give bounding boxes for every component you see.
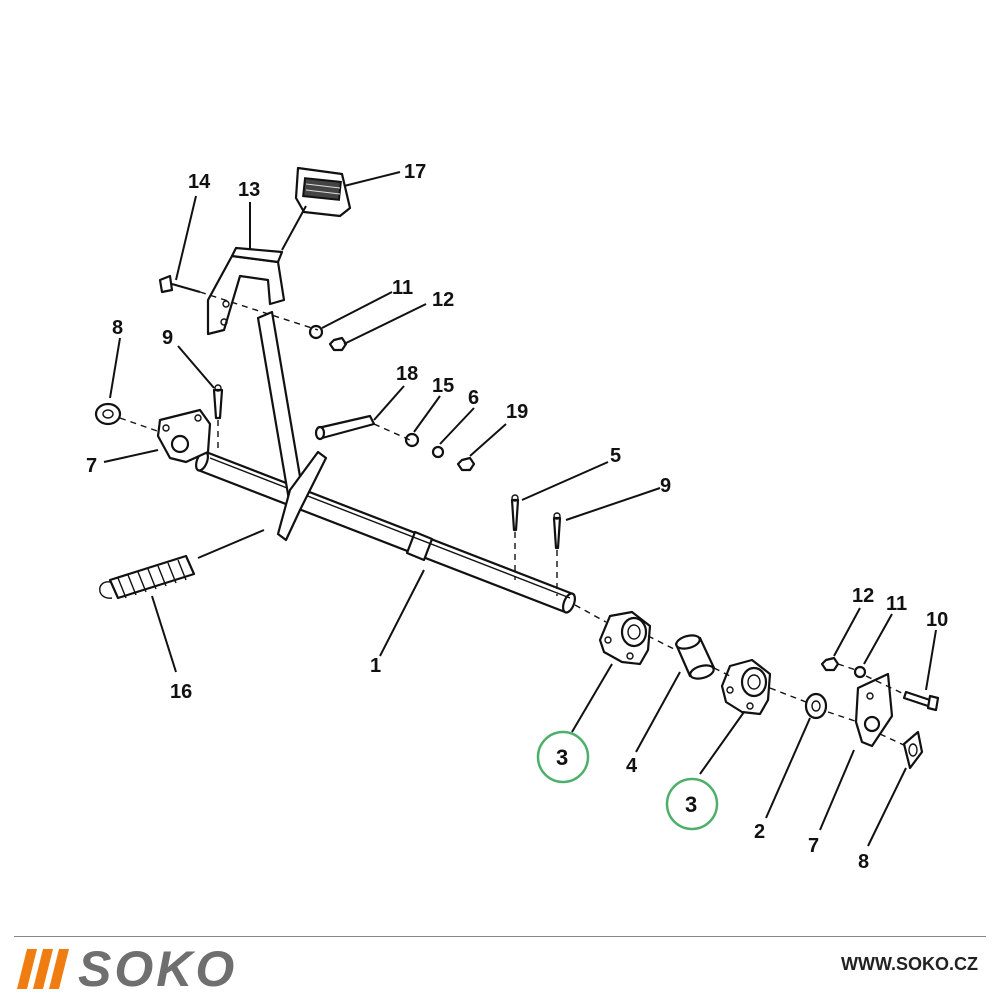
label-8-left: 8: [112, 317, 123, 339]
split-pin-part-9-left: [212, 384, 224, 420]
pin-part-18: [314, 414, 376, 441]
washer-part-6: [431, 445, 445, 459]
label-7-left: 7: [86, 455, 97, 477]
nut-part-19: [456, 456, 476, 472]
label-11-top: 11: [392, 277, 413, 299]
assembly-lines: [119, 291, 907, 747]
label-15: 15: [432, 375, 454, 397]
label-8-right: 8: [858, 851, 869, 873]
website-link[interactable]: WWW.SOKO.CZ: [841, 954, 978, 974]
bushing-part-4: [674, 634, 716, 680]
label-18: 18: [396, 363, 418, 385]
label-11-right: 11: [886, 593, 907, 615]
bolt-part-14: [158, 274, 201, 294]
label-6: 6: [468, 387, 479, 409]
bolt-part-10: [902, 690, 940, 712]
label-1: 1: [370, 655, 381, 677]
label-9-right: 9: [660, 475, 671, 497]
highlight-circle-3-second: [665, 777, 719, 831]
label-5: 5: [610, 445, 621, 467]
label-3-second: 3: [685, 792, 697, 817]
label-16: 16: [170, 681, 192, 703]
nut-part-12-top: [328, 336, 348, 352]
spring-part-16: [99, 554, 196, 600]
pedal-pad-part-17: [294, 166, 352, 218]
shaft-part-1: [195, 450, 576, 614]
bracket-part-7-left: [156, 408, 212, 464]
pedal-arm-part-13: [206, 246, 328, 542]
part-labels: 1 2 3 4 3 5 6 7 7 8 8 9 9 10 11 11 12 12…: [86, 161, 948, 873]
footer-divider: [14, 936, 986, 937]
washer-part-8-left: [94, 402, 122, 426]
exploded-parts-diagram: 1 2 3 4 3 5 6 7 7 8 8 9 9 10 11 11 12 12…: [86, 161, 948, 873]
label-9-left: 9: [162, 327, 173, 349]
label-12-right: 12: [852, 585, 874, 607]
bracket-part-7-right: [854, 672, 894, 748]
label-2: 2: [754, 821, 765, 843]
washer-part-15: [404, 432, 420, 448]
nut-part-12-right: [820, 656, 840, 672]
washer-part-2: [804, 692, 828, 720]
bearing-housing-part-3-first: [598, 610, 652, 666]
label-17: 17: [404, 161, 426, 183]
split-pin-part-9-right: [552, 512, 562, 550]
highlight-circle-3-first: [536, 730, 590, 784]
label-13: 13: [238, 179, 260, 201]
label-3-first: 3: [556, 745, 568, 770]
washer-part-11-top: [308, 324, 324, 340]
leader-lines: [103, 171, 937, 847]
label-14: 14: [188, 171, 211, 193]
brand-logo: SOKO: [17, 941, 238, 997]
brand-name: SOKO: [78, 941, 238, 997]
label-19: 19: [506, 401, 528, 423]
split-pin-part-5: [510, 494, 520, 532]
washer-part-8-right: [902, 730, 924, 770]
label-12-top: 12: [432, 289, 454, 311]
label-4: 4: [626, 755, 638, 777]
label-7-right: 7: [808, 835, 819, 857]
bearing-housing-part-3-second: [720, 658, 772, 716]
label-10: 10: [926, 609, 948, 631]
brand-stripes-icon: [17, 949, 69, 989]
washer-part-11-right: [853, 665, 867, 679]
